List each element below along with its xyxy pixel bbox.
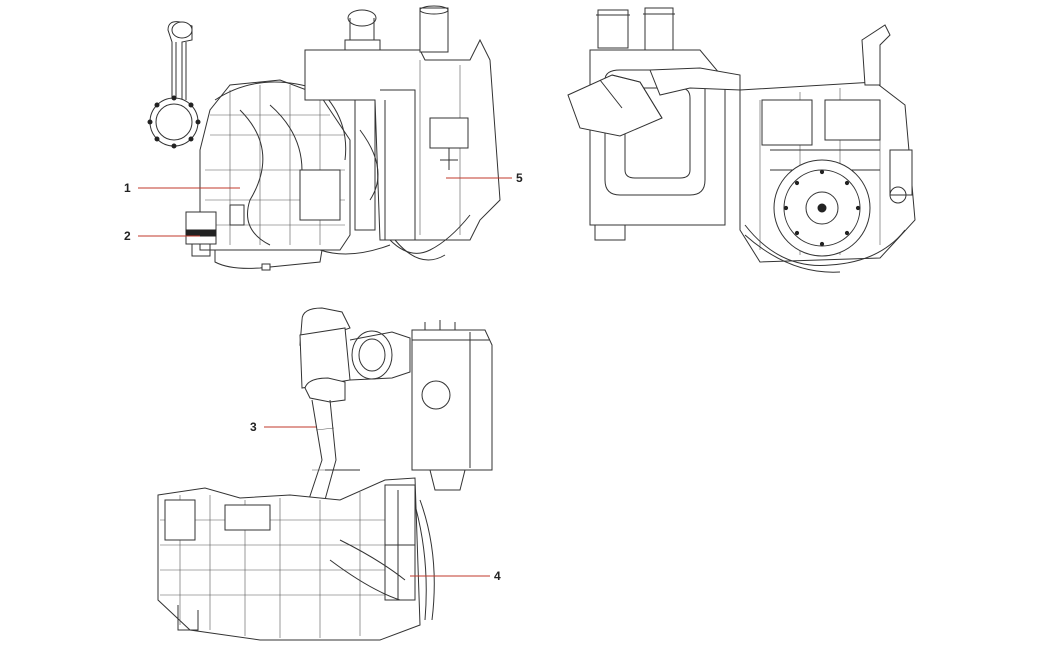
callout-3: 3: [250, 420, 257, 434]
callout-4: 4: [494, 569, 501, 583]
callout-labels: 1 2 3 4 5: [124, 171, 523, 583]
callout-1: 1: [124, 181, 131, 195]
callout-2: 2: [124, 229, 131, 243]
engine-front-three-quarter-view: [157, 307, 493, 641]
engine-rear-view: [567, 7, 916, 273]
engine-side-view-left: [147, 5, 501, 271]
callout-5: 5: [516, 171, 523, 185]
callout-leaders: [138, 177, 512, 577]
